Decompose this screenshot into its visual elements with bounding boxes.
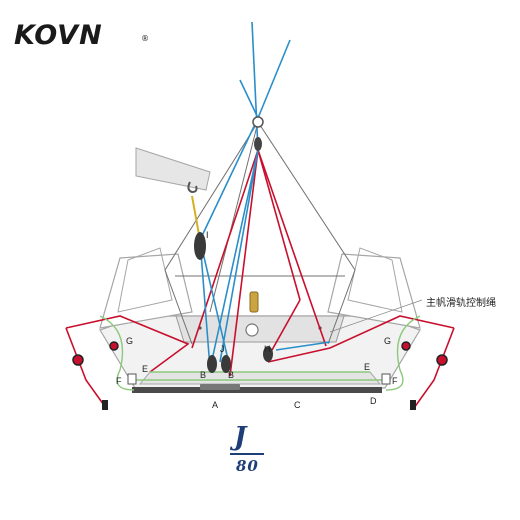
blue-line-6 xyxy=(257,39,291,119)
blue-mainsheet-lines xyxy=(199,21,331,369)
blue-line-5 xyxy=(199,239,211,369)
registered-mark: ® xyxy=(141,34,149,43)
hull-right-side xyxy=(327,253,421,329)
label-G-right: G xyxy=(384,336,391,346)
red-line-left-run xyxy=(65,315,190,373)
label-B-left: B xyxy=(200,370,206,380)
blue-line-7 xyxy=(239,79,259,119)
class-logo-letter: J xyxy=(234,422,247,452)
traveller-control-line-callout: 主帆滑轨控制绳 xyxy=(426,298,496,309)
winch-icon xyxy=(249,291,259,313)
label-J: J xyxy=(220,344,225,354)
cam-cleat-icon-left-2 xyxy=(109,341,119,351)
fairlead-icon-left xyxy=(102,400,108,410)
pulley-block-icon-H xyxy=(263,346,273,362)
class-logo-number: 80 xyxy=(236,457,259,475)
label-B-right: B xyxy=(228,370,234,380)
blue-line-1 xyxy=(199,117,259,241)
red-line-to-H xyxy=(271,299,301,351)
bulkhead-port-icon xyxy=(245,323,259,337)
boom-hook-icon xyxy=(187,181,198,194)
blue-line-to-H xyxy=(275,341,331,351)
pulley-block-icon-B-right xyxy=(221,355,231,373)
cam-cleat-icon-right-1 xyxy=(436,354,448,366)
label-I: I xyxy=(206,230,209,240)
brand-logo: KOVN xyxy=(14,20,103,51)
red-line-left-side xyxy=(65,327,107,409)
boom xyxy=(135,147,211,191)
label-E-right: E xyxy=(364,362,370,372)
green-line-right xyxy=(385,315,421,391)
cam-cleat-icon-right-2 xyxy=(401,341,411,351)
hull xyxy=(99,247,421,389)
cleat-icon-F-right xyxy=(381,373,391,385)
rope-top-left xyxy=(164,121,259,271)
label-D: D xyxy=(370,396,377,406)
seat-back-right xyxy=(347,247,403,313)
pulley-block-icon-I xyxy=(194,232,206,260)
blue-line-4 xyxy=(199,239,231,369)
fairlead-icon-right xyxy=(410,400,416,410)
seat-back-left xyxy=(117,247,173,313)
rope-right-down xyxy=(327,269,356,345)
green-lines xyxy=(99,315,421,391)
traveller-track xyxy=(132,387,382,393)
red-line-c xyxy=(257,149,301,301)
blocks xyxy=(72,116,448,410)
cockpit-floor xyxy=(138,371,382,385)
cleat-icon-F-left xyxy=(127,373,137,385)
green-line-left xyxy=(99,315,135,391)
pulley-block-icon-top xyxy=(252,116,264,128)
red-line-right-side xyxy=(413,327,455,409)
pulley-block-icon-upper xyxy=(254,137,262,151)
callout-leader xyxy=(329,299,423,333)
label-A: A xyxy=(212,400,218,410)
cam-cleat-icon-left-1 xyxy=(72,354,84,366)
red-line-a xyxy=(191,149,259,349)
traveller-car xyxy=(200,384,240,390)
pulley-block-icon-B-left xyxy=(207,355,217,373)
blue-line-top xyxy=(251,21,259,151)
rope-block-to-left xyxy=(209,121,259,313)
red-control-lines xyxy=(65,149,455,409)
blue-line-3 xyxy=(219,149,259,363)
class-logo-divider xyxy=(230,453,264,455)
label-C: C xyxy=(294,400,301,410)
label-H: H xyxy=(264,344,271,354)
label-F-right: F xyxy=(392,376,398,386)
hull-left-side xyxy=(99,253,193,329)
label-E-left: E xyxy=(142,364,148,374)
label-F-left: F xyxy=(116,376,122,386)
rope-top-right xyxy=(257,121,356,271)
red-line-d xyxy=(257,149,327,347)
label-G-left: G xyxy=(126,336,133,346)
red-line-right-run xyxy=(267,315,455,363)
rope-left-down xyxy=(164,269,193,345)
red-line-b xyxy=(229,149,259,377)
line-labels: I J H B B A C D E E F F G G xyxy=(116,230,398,410)
